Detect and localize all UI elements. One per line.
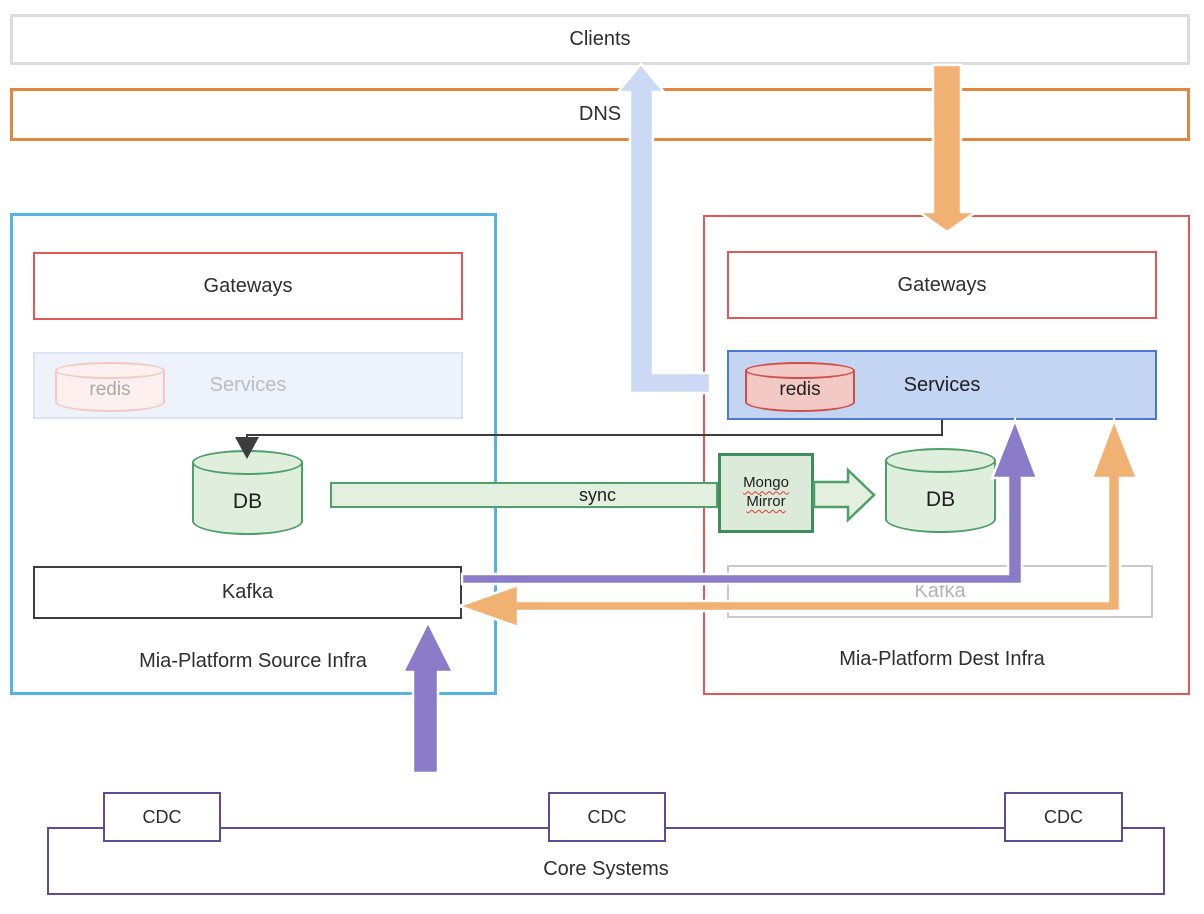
dest-redis-label: redis xyxy=(779,379,821,400)
source-kafka-label: Kafka xyxy=(221,581,274,603)
source-db-label: DB xyxy=(232,489,263,513)
cdc-box-1: CDC xyxy=(103,792,221,842)
cdc-label-2: CDC xyxy=(587,806,627,827)
source-services-label: Services xyxy=(209,374,287,396)
dest-db-label: DB xyxy=(925,487,956,511)
dns-box: DNS xyxy=(10,88,1190,141)
mongo-mirror-line2: Mirror xyxy=(746,493,786,510)
clients-box: Clients xyxy=(10,14,1190,65)
source-kafka-box: Kafka xyxy=(33,566,462,619)
source-infra-title: Mia-Platform Source Infra xyxy=(139,650,367,672)
cdc-label-3: CDC xyxy=(1044,806,1083,827)
source-gateways-box: Gateways xyxy=(33,252,463,320)
dest-gateways-label: Gateways xyxy=(897,273,987,296)
mongo-mirror-box: Mongo Mirror xyxy=(718,453,814,533)
dest-infra-title: Mia-Platform Dest Infra xyxy=(839,648,1045,670)
cdc-box-2: CDC xyxy=(548,792,666,842)
cdc-label-1: CDC xyxy=(142,806,182,827)
cdc-box-3: CDC xyxy=(1004,792,1123,842)
source-redis-label: redis xyxy=(89,379,131,400)
source-gateways-label: Gateways xyxy=(203,274,293,297)
source-db-cylinder-icon: DB xyxy=(192,450,303,535)
dest-kafka-box: Kafka xyxy=(727,565,1153,618)
core-systems-label: Core Systems xyxy=(543,858,669,880)
dest-redis-cylinder-icon: redis xyxy=(745,362,855,412)
source-redis-cylinder-icon: redis xyxy=(55,362,165,412)
mongo-mirror-line1: Mongo xyxy=(743,474,789,492)
cylinder-cap xyxy=(55,362,165,379)
dest-gateways-box: Gateways xyxy=(727,251,1157,319)
sync-label: sync xyxy=(578,484,616,505)
dns-label: DNS xyxy=(578,103,622,125)
clients-label: Clients xyxy=(569,28,631,50)
dest-db-cylinder-icon: DB xyxy=(885,448,996,533)
dest-kafka-label: Kafka xyxy=(914,580,966,602)
sync-flow-bar: sync xyxy=(330,482,718,508)
cylinder-cap xyxy=(745,362,855,379)
dest-services-label: Services xyxy=(903,373,981,396)
cylinder-body xyxy=(745,370,855,412)
